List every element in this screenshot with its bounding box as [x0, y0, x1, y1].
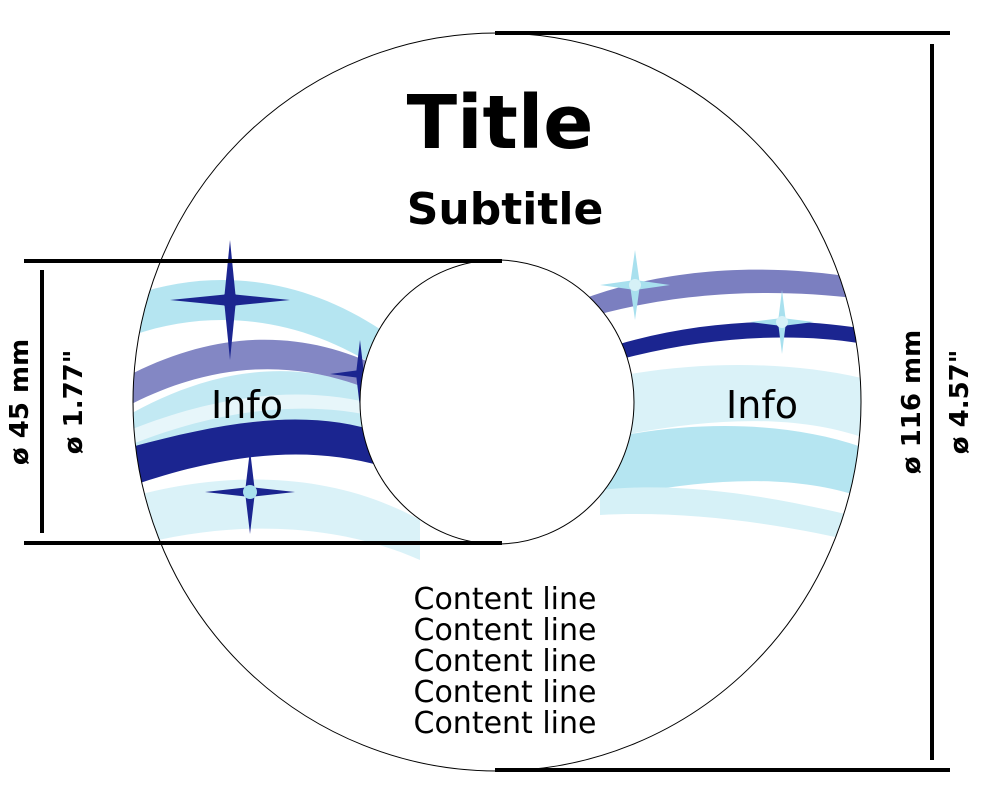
sparkle-icon: [170, 240, 290, 360]
outer-diameter-in: ø 4.57": [945, 350, 975, 455]
inner-diameter-in: ø 1.77": [59, 350, 89, 455]
label-subtitle: Subtitle: [407, 184, 604, 235]
inner-diameter-mm: ø 45 mm: [5, 339, 35, 465]
wave-decoration: [133, 269, 861, 560]
outer-dimension: ø 116 mm ø 4.57": [495, 31, 975, 772]
content-line: Content line: [414, 706, 597, 741]
disc-center-hole: [359, 259, 635, 545]
info-right: Info: [726, 383, 798, 427]
sparkle-icon: [330, 340, 390, 408]
content-line: Content line: [414, 675, 597, 710]
sparkle-icon: [750, 290, 814, 354]
content-lines: Content line Content line Content line C…: [414, 582, 597, 741]
sparkle-icon: [600, 250, 670, 320]
sparkle-icon: [205, 450, 295, 534]
content-line: Content line: [414, 582, 597, 617]
outer-diameter-mm: ø 116 mm: [897, 330, 927, 474]
content-line: Content line: [414, 613, 597, 648]
info-left: Info: [211, 383, 283, 427]
inner-dimension: ø 45 mm ø 1.77": [5, 259, 502, 545]
label-title: Title: [407, 80, 594, 166]
content-line: Content line: [414, 644, 597, 679]
